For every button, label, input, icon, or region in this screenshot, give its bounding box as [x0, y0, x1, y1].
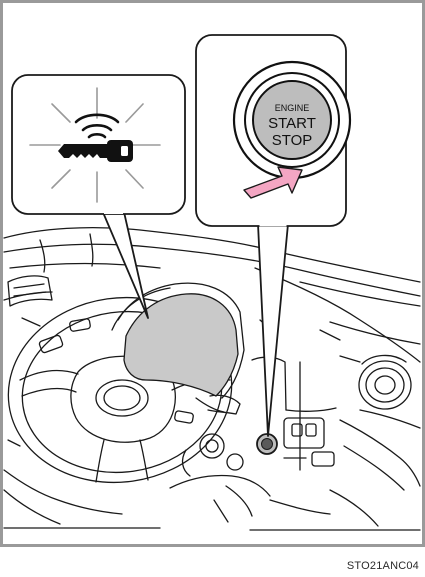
stop-label: STOP: [272, 132, 313, 149]
engine-start-stop-button: ENGINE START STOP: [234, 62, 350, 178]
figure-code: STO21ANC04: [347, 560, 419, 572]
engine-label: ENGINE: [275, 103, 310, 113]
start-label: START: [268, 115, 316, 132]
dash-engine-switch: [257, 434, 277, 454]
